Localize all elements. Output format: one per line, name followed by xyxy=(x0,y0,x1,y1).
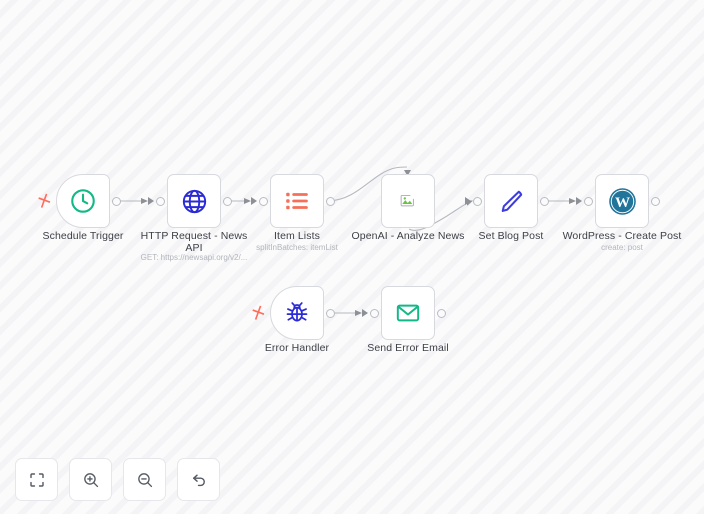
input-port[interactable] xyxy=(473,196,482,206)
trigger-bolt-icon xyxy=(251,305,265,321)
node-subtitle-http-request: GET: https://newsapi.org/v2/... xyxy=(140,253,248,262)
node-label-send-error-email: Send Error Email xyxy=(367,342,449,354)
input-port[interactable] xyxy=(156,196,165,206)
undo-arrow-icon xyxy=(190,471,208,489)
input-arrow-icon xyxy=(251,197,257,205)
trigger-bolt-icon xyxy=(37,193,51,209)
node-item-lists[interactable] xyxy=(251,174,335,228)
svg-text:W: W xyxy=(614,195,629,211)
input-arrow-icon xyxy=(465,197,471,205)
zoom-out-icon xyxy=(136,471,154,489)
list-icon xyxy=(282,186,312,216)
output-port[interactable] xyxy=(326,196,335,206)
node-error-handler[interactable] xyxy=(252,286,335,340)
node-label-schedule-trigger: Schedule Trigger xyxy=(42,230,124,242)
fit-screen-icon xyxy=(28,471,46,489)
reset-zoom-button[interactable] xyxy=(177,458,220,501)
clock-icon xyxy=(68,186,98,216)
node-label-http-request: HTTP Request - News API xyxy=(140,230,248,254)
input-arrow-icon xyxy=(362,309,368,317)
zoom-in-icon xyxy=(82,471,100,489)
output-port[interactable] xyxy=(540,196,549,206)
output-port[interactable] xyxy=(223,196,232,206)
zoom-out-button[interactable] xyxy=(123,458,166,501)
output-port[interactable] xyxy=(112,196,121,206)
node-label-wordpress: WordPress - Create Post xyxy=(562,230,682,242)
node-subtitle-wordpress: create: post xyxy=(601,243,643,252)
input-port[interactable] xyxy=(584,196,593,206)
broken-image-icon xyxy=(393,186,423,216)
node-http-request-news-api[interactable] xyxy=(148,174,232,228)
input-arrow-icon xyxy=(148,197,154,205)
node-label-error-handler: Error Handler xyxy=(264,342,330,354)
output-port[interactable] xyxy=(651,196,660,206)
node-wordpress-create-post[interactable]: W xyxy=(576,174,660,228)
node-schedule-trigger[interactable] xyxy=(38,174,121,228)
globe-icon xyxy=(179,186,209,216)
bug-icon xyxy=(282,298,312,328)
node-set-blog-post[interactable] xyxy=(465,174,549,228)
zoom-in-button[interactable] xyxy=(69,458,112,501)
input-port[interactable] xyxy=(259,196,268,206)
node-label-openai: OpenAI - Analyze News xyxy=(351,230,465,242)
pencil-icon xyxy=(496,186,526,216)
node-label-set-blog-post: Set Blog Post xyxy=(478,230,544,242)
wordpress-icon: W xyxy=(607,186,637,216)
envelope-icon xyxy=(393,298,423,328)
input-arrow-icon xyxy=(576,197,582,205)
node-subtitle-item-lists: splitInBatches: itemList xyxy=(256,243,338,252)
canvas-toolbar xyxy=(15,458,220,501)
input-port[interactable] xyxy=(370,308,379,318)
node-send-error-email[interactable] xyxy=(362,286,446,340)
fit-view-button[interactable] xyxy=(15,458,58,501)
node-label-item-lists: Item Lists xyxy=(274,230,320,242)
node-openai-analyze-news[interactable] xyxy=(381,174,435,228)
output-port[interactable] xyxy=(326,308,335,318)
output-port[interactable] xyxy=(437,308,446,318)
